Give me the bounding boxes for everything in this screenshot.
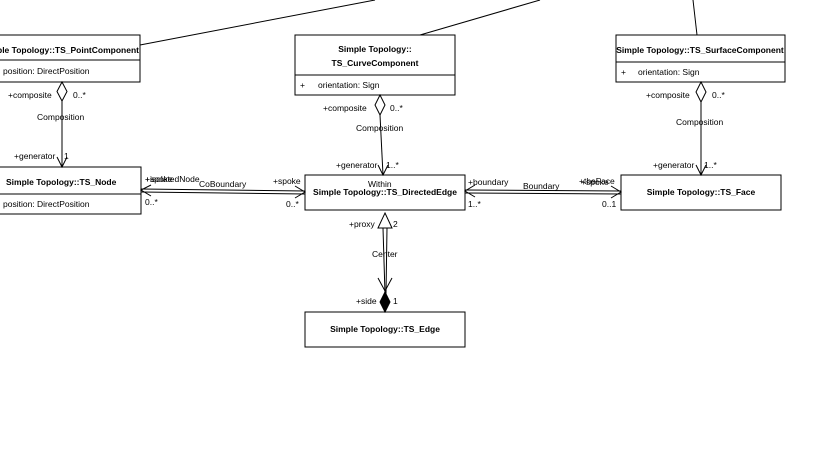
association-name: Center (372, 249, 398, 259)
generalization-line-point (139, 0, 376, 46)
arrowhead-icon (695, 164, 707, 177)
class-ts-curve-component[interactable]: Simple Topology:: TS_CurveComponent + or… (294, 34, 456, 96)
multiplicity-label: 0..* (286, 199, 299, 209)
arrowhead-icon (294, 185, 306, 199)
generalization-line-surface (692, 0, 698, 36)
role-label: +boundary (468, 177, 509, 187)
role-label: +generator (14, 151, 56, 161)
association-name: CoBoundary (199, 179, 247, 189)
association-name: Boundary (523, 181, 560, 191)
role-label: +composite (8, 90, 52, 100)
multiplicity-label: 2 (393, 219, 398, 229)
class-ts-surface-component[interactable]: Simple Topology::TS_SurfaceComponent + o… (615, 34, 786, 83)
class-title: Simple Topology::TS_DirectedEdge (313, 187, 457, 197)
aggregation-diamond-icon (56, 80, 68, 103)
role-label: +composite (323, 103, 367, 113)
association-name: Composition (676, 117, 724, 127)
class-ts-edge[interactable]: Simple Topology::TS_Edge (304, 311, 466, 348)
role-label: +proxy (349, 219, 375, 229)
role-label: +theFace (579, 176, 615, 186)
aggregation-diamond-icon (695, 80, 707, 104)
association-name: Within (368, 179, 392, 189)
association-curve-composition[interactable]: +composite 0..* Composition +generator 1… (323, 93, 404, 177)
class-title: Simple Topology::TS_Node (6, 177, 117, 187)
arrowhead-icon (56, 156, 68, 169)
class-title: Simple Topology::TS_Edge (330, 324, 440, 334)
class-title: Simple Topology::TS_SurfaceComponent (616, 45, 784, 55)
class-ts-node[interactable]: Simple Topology::TS_Node position: Direc… (0, 166, 142, 215)
class-attribute: position: DirectPosition (3, 199, 90, 209)
class-ts-face[interactable]: Simple Topology::TS_Face (620, 174, 782, 211)
role-label: +spoke (145, 174, 173, 184)
role-label: +spoke (273, 176, 301, 186)
association-center[interactable]: +proxy 2 Center +side 1 (349, 211, 398, 314)
association-node-directededge[interactable]: +isolatedNode +spoke 0..* CoBoundary +sp… (139, 174, 392, 209)
multiplicity-label: 1 (393, 296, 398, 306)
multiplicity-label: 1 (64, 151, 69, 161)
arrowhead-icon (139, 184, 152, 197)
class-ts-directed-edge[interactable]: Simple Topology::TS_DirectedEdge (304, 174, 466, 211)
arrowhead-icon (610, 185, 622, 199)
role-label: +generator (653, 160, 695, 170)
role-label: +composite (646, 90, 690, 100)
attribute-visibility: + (621, 67, 626, 77)
multiplicity-label: 0..* (390, 103, 403, 113)
association-surface-composition[interactable]: +composite 0..* Composition +generator 1… (646, 80, 725, 177)
class-title: Simple Topology::TS_Face (647, 187, 756, 197)
attribute-visibility: + (300, 80, 305, 90)
class-ts-point-component[interactable]: ple Topology::TS_PointComponent position… (0, 34, 141, 83)
generalization-line-curve (419, 0, 541, 36)
role-label: +side (356, 296, 377, 306)
arrowhead-icon (377, 164, 389, 177)
aggregation-diamond-icon (374, 93, 386, 117)
multiplicity-label: 1..* (468, 199, 481, 209)
association-name: Composition (37, 112, 85, 122)
multiplicity-label: 1..* (386, 160, 399, 170)
multiplicity-label: 0..1 (602, 199, 616, 209)
class-title-line2: TS_CurveComponent (332, 58, 419, 68)
class-attribute: orientation: Sign (318, 80, 380, 90)
multiplicity-label: 0..* (73, 90, 86, 100)
generalization-triangle-icon (377, 211, 393, 229)
composition-diamond-icon (379, 290, 391, 314)
association-directededge-face[interactable]: +boundary 1..* Boundary +theFace +spoke … (464, 176, 622, 209)
class-attribute: orientation: Sign (638, 67, 700, 77)
role-label: +spoke (581, 177, 609, 187)
association-name: Composition (356, 123, 404, 133)
multiplicity-label: 0..* (712, 90, 725, 100)
association-point-composition[interactable]: +composite 0..* Composition +generator 1 (8, 80, 86, 169)
class-title: ple Topology::TS_PointComponent (0, 45, 139, 55)
role-label: +generator (336, 160, 378, 170)
class-attribute: position: DirectPosition (3, 66, 90, 76)
class-title-line1: Simple Topology:: (338, 44, 412, 54)
multiplicity-label: 1..* (704, 160, 717, 170)
arrowhead-icon (464, 184, 476, 198)
multiplicity-label: 0..* (145, 197, 158, 207)
role-label: +isolatedNode (145, 174, 200, 184)
